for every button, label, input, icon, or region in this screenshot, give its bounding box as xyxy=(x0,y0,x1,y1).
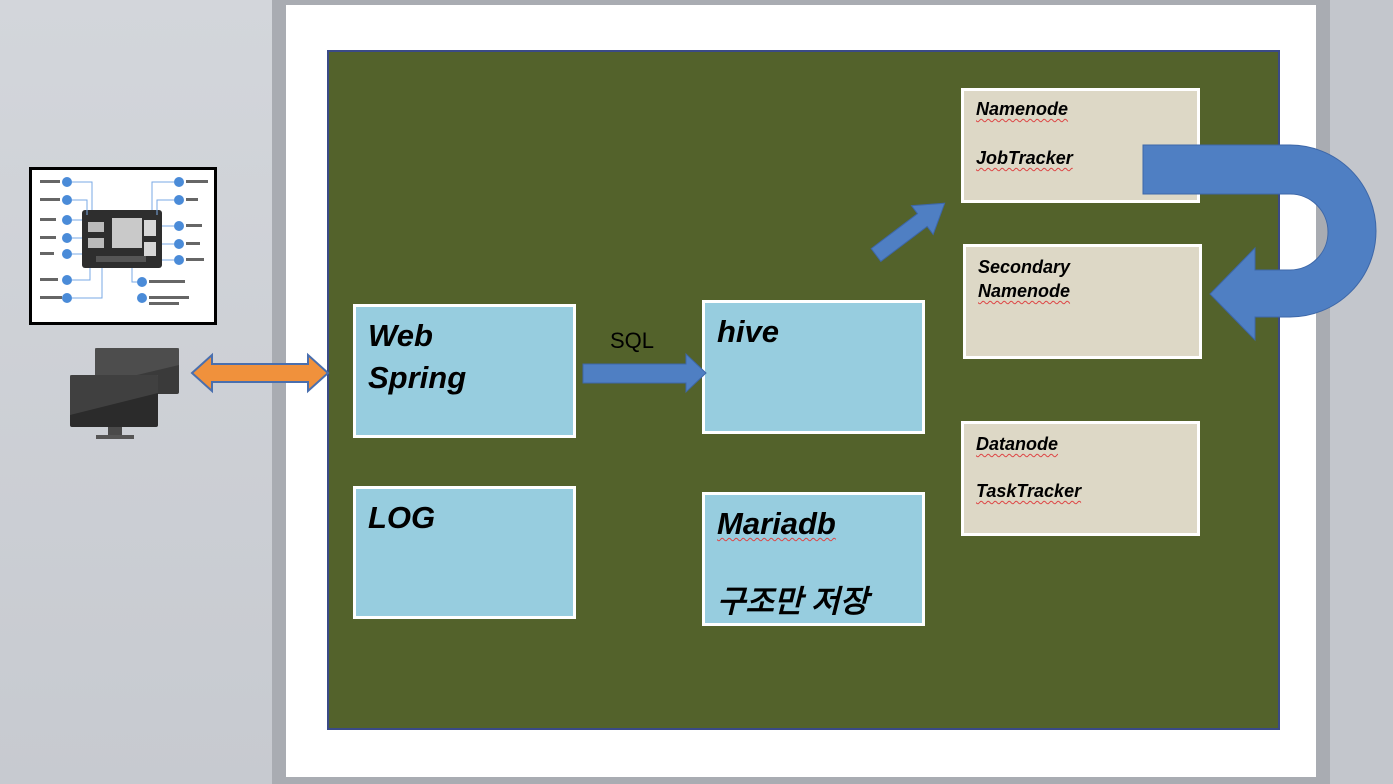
secondary-namenode-box: Secondary Namenode xyxy=(963,244,1202,359)
sql-edge-label: SQL xyxy=(610,328,655,353)
tasktracker-label: TaskTracker xyxy=(976,481,1082,501)
secondary-label: Secondary xyxy=(978,257,1071,277)
web-spring-label-line1: Web xyxy=(368,318,433,353)
desktop-monitors-icon xyxy=(68,345,183,442)
datanode-box: Datanode TaskTracker xyxy=(961,421,1200,536)
mariadb-box: Mariadb 구조만 저장 xyxy=(702,492,925,626)
namenode-box: Namenode JobTracker xyxy=(961,88,1200,203)
jobtracker-label: JobTracker xyxy=(976,148,1073,168)
secondary-namenode-label: Namenode xyxy=(978,281,1071,301)
datanode-label: Datanode xyxy=(976,434,1059,454)
namenode-label: Namenode xyxy=(976,99,1069,119)
hive-box: hive xyxy=(702,300,925,434)
background-right xyxy=(1330,0,1393,784)
log-label: LOG xyxy=(368,500,436,535)
mariadb-note: 구조만 저장 xyxy=(717,584,869,619)
circuit-board-diagram-icon xyxy=(29,167,217,325)
mariadb-label: Mariadb xyxy=(717,506,836,541)
hive-label: hive xyxy=(717,314,780,349)
web-spring-label-line2: Spring xyxy=(368,360,467,395)
log-box: LOG xyxy=(353,486,576,619)
web-spring-box: Web Spring xyxy=(353,304,576,438)
